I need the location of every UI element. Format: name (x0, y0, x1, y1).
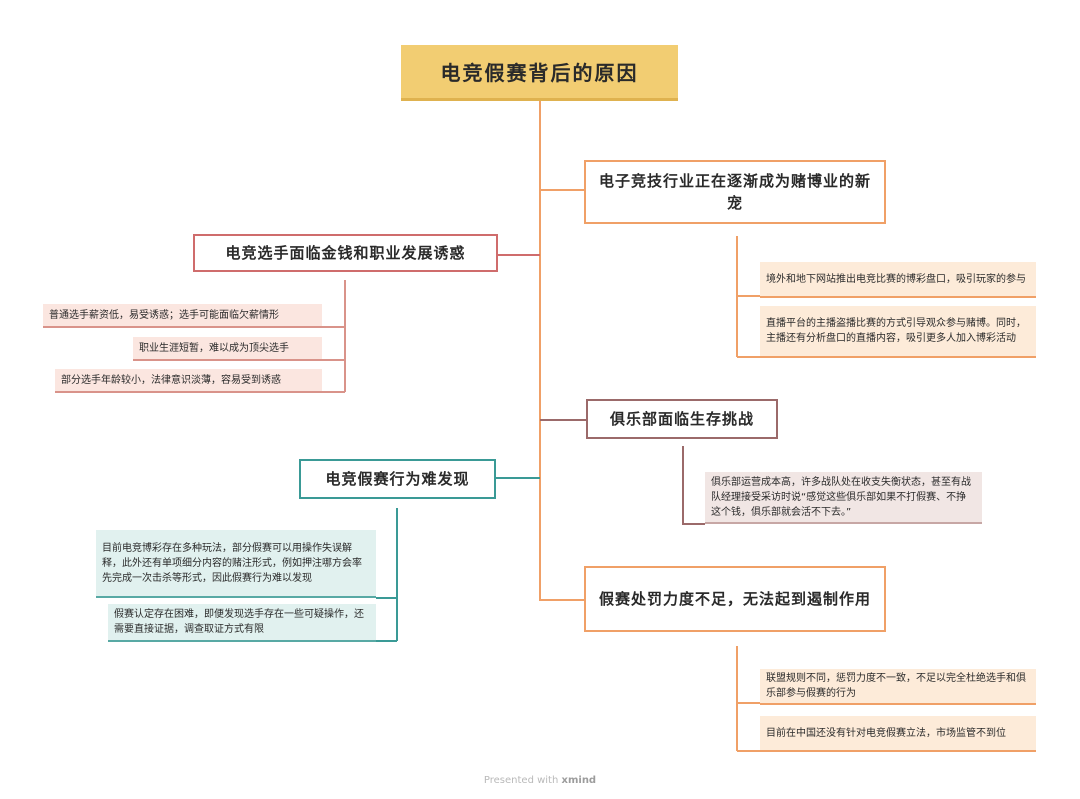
branch-weak-penalty[interactable]: 假赛处罚力度不足，无法起到遏制作用 (584, 566, 886, 632)
leaf-penalty-1[interactable]: 联盟规则不同，惩罚力度不一致，不足以完全杜绝选手和俱乐部参与假赛的行为 (760, 669, 1036, 705)
leaf-player-3[interactable]: 部分选手年龄较小，法律意识淡薄，容易受到诱惑 (55, 369, 322, 393)
leaf-detect-1[interactable]: 目前电竞博彩存在多种玩法，部分假赛可以用操作失误解释，此外还有单项细分内容的赌注… (96, 530, 376, 598)
leaf-detect-2[interactable]: 假赛认定存在困难，即便发现选手存在一些可疑操作，还需要直接证据，调查取证方式有限 (108, 604, 376, 642)
xmind-logo-text: xmind (561, 775, 597, 786)
branch-hard-to-detect[interactable]: 电竞假赛行为难发现 (299, 459, 496, 499)
footer-prefix: Presented with (483, 775, 559, 786)
branch-gambling-industry[interactable]: 电子竞技行业正在逐渐成为赌博业的新宠 (584, 160, 886, 224)
root-topic[interactable]: 电竞假赛背后的原因 (401, 45, 678, 101)
footer-credit: Presented with xmind (0, 775, 1080, 786)
branch-player-temptation[interactable]: 电竞选手面临金钱和职业发展诱惑 (193, 234, 498, 272)
branch-club-survival[interactable]: 俱乐部面临生存挑战 (586, 399, 778, 439)
leaf-player-2[interactable]: 职业生涯短暂，难以成为顶尖选手 (133, 337, 322, 361)
leaf-penalty-2[interactable]: 目前在中国还没有针对电竞假赛立法，市场监管不到位 (760, 716, 1036, 752)
leaf-gambling-1[interactable]: 境外和地下网站推出电竞比赛的博彩盘口，吸引玩家的参与 (760, 262, 1036, 298)
leaf-club-1[interactable]: 俱乐部运营成本高，许多战队处在收支失衡状态，甚至有战队经理接受采访时说“感觉这些… (705, 472, 982, 524)
leaf-player-1[interactable]: 普通选手薪资低，易受诱惑；选手可能面临欠薪情形 (43, 304, 322, 328)
leaf-gambling-2[interactable]: 直播平台的主播盗播比赛的方式引导观众参与赌博。同时，主播还有分析盘口的直播内容，… (760, 306, 1036, 358)
